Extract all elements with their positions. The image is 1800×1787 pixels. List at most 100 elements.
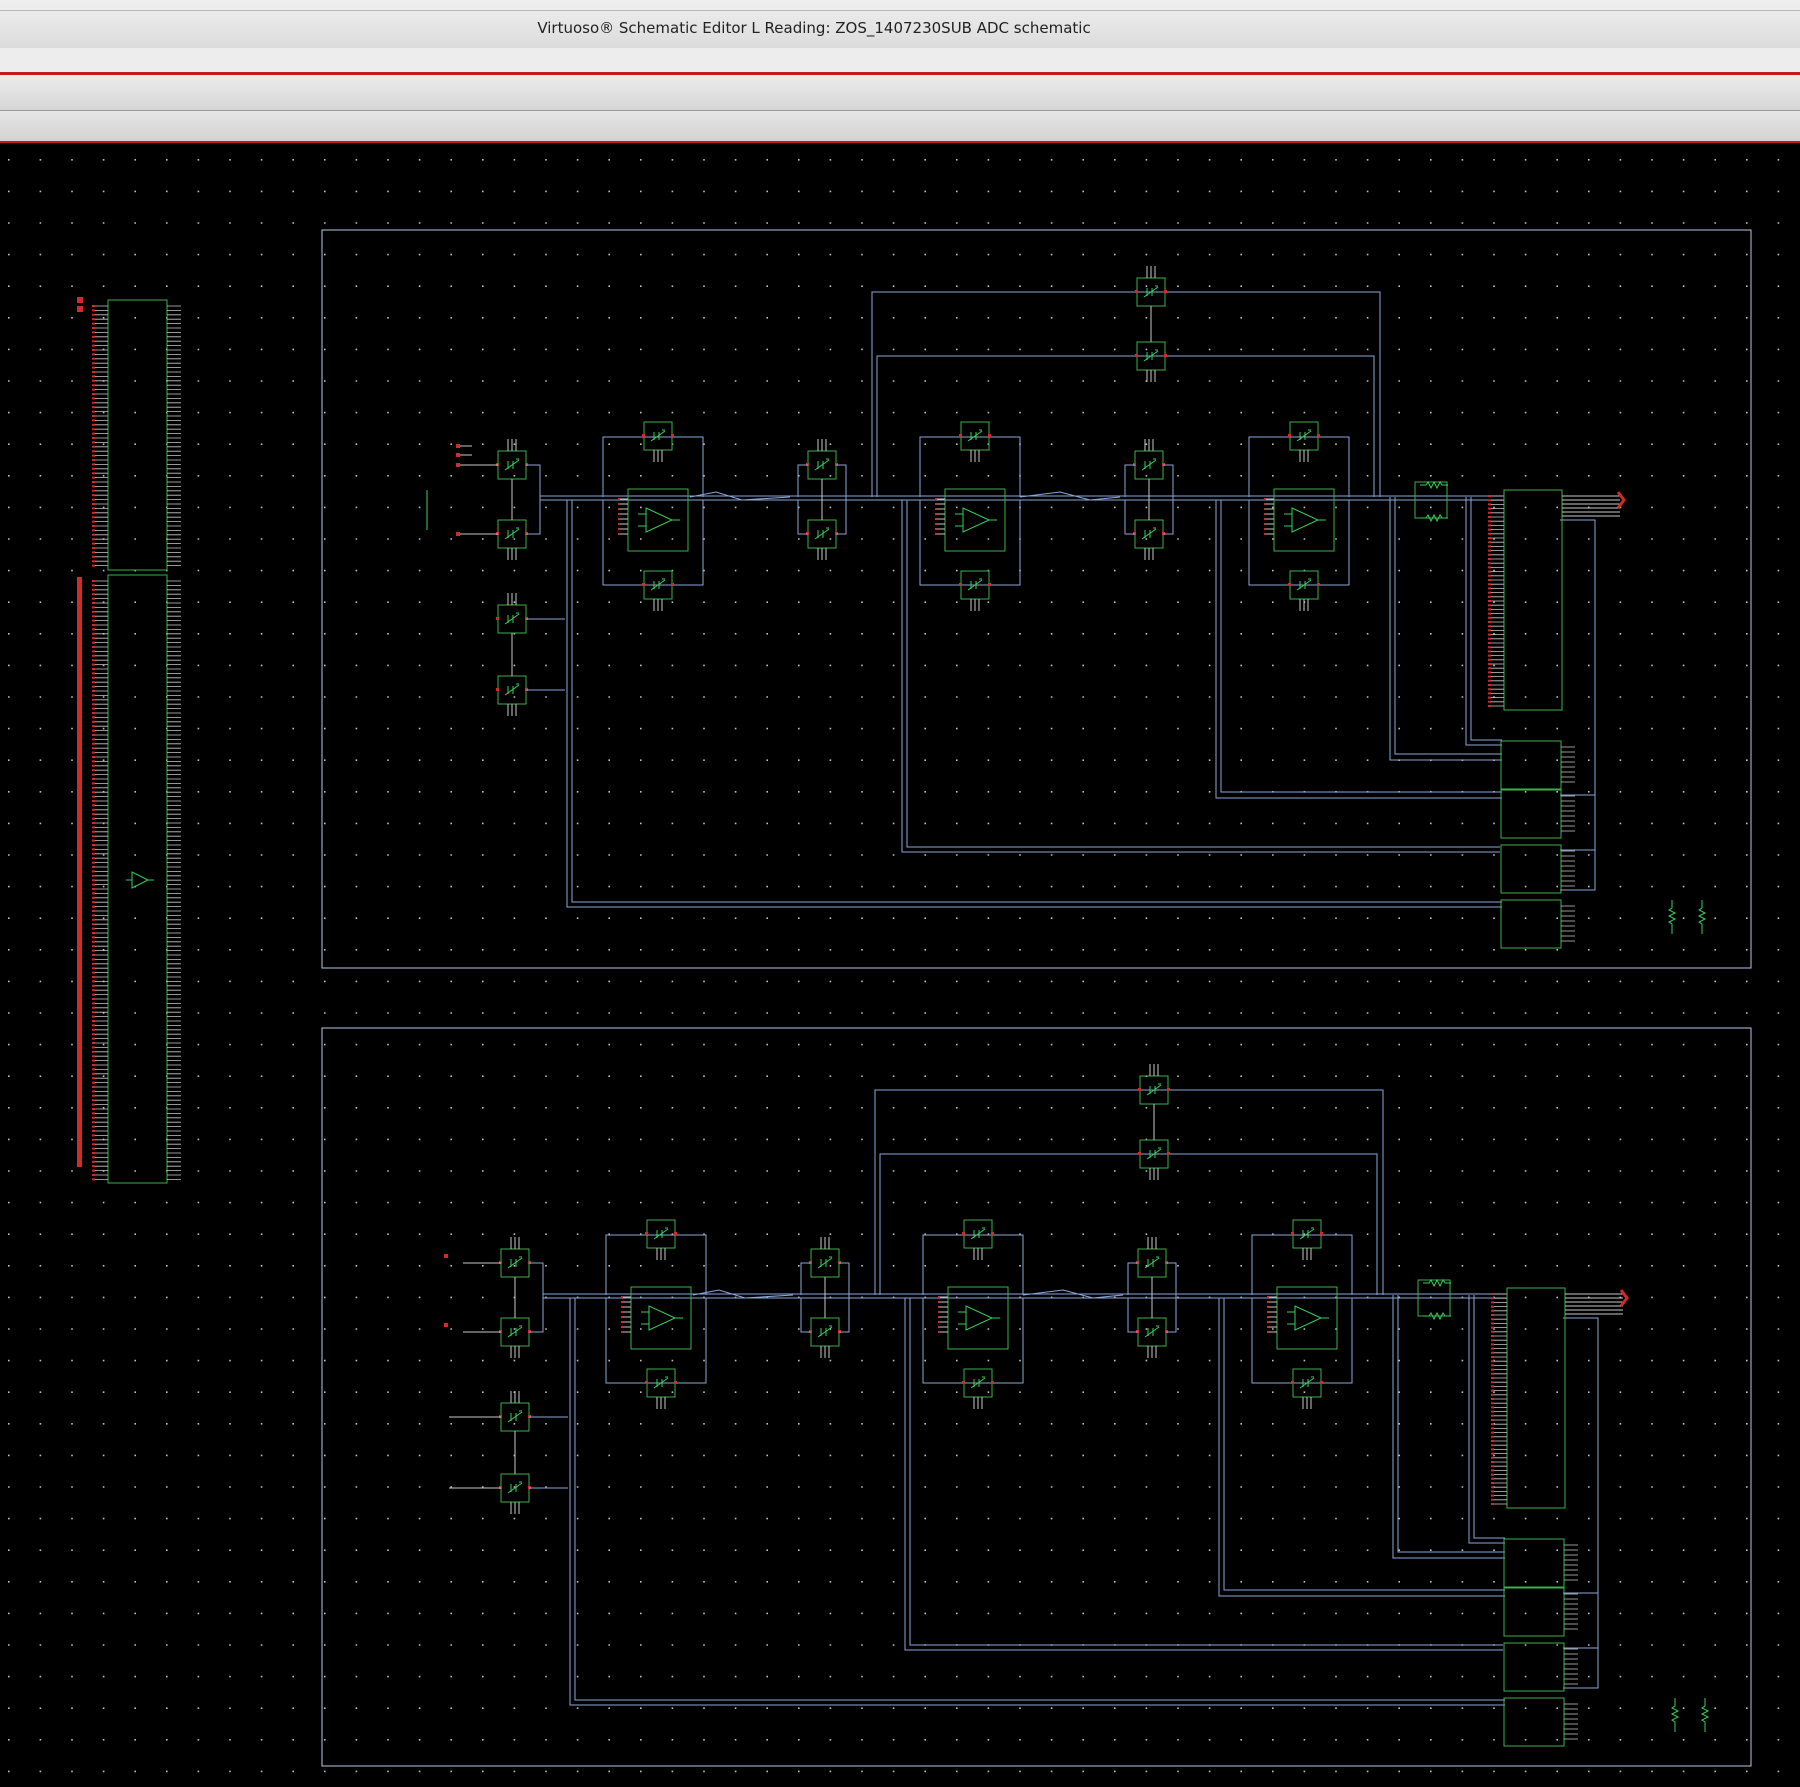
wire <box>1127 1262 1138 1295</box>
switch-symbol-line <box>504 613 520 625</box>
switch-instance[interactable] <box>496 519 528 560</box>
switch-instance[interactable] <box>806 439 838 480</box>
io-pin-block-bottom[interactable] <box>92 574 181 1184</box>
amplifier-instance[interactable] <box>1267 1286 1338 1350</box>
pipeline-stage-frame[interactable] <box>321 229 1752 969</box>
comparator-block[interactable] <box>1500 899 1575 949</box>
switch-instance[interactable] <box>1135 341 1167 382</box>
switch-instance[interactable] <box>496 439 528 480</box>
transistor-switch-icon <box>814 458 830 471</box>
switch-instance[interactable] <box>1135 266 1167 307</box>
amplifier-instance[interactable] <box>1264 488 1335 552</box>
comparator-block[interactable] <box>1500 789 1575 839</box>
switch-instance[interactable] <box>499 1391 531 1432</box>
switch-instance[interactable] <box>496 675 528 716</box>
pin-icon <box>1167 1088 1170 1091</box>
switch-instance[interactable] <box>496 593 528 634</box>
switch-instance[interactable] <box>499 1237 531 1278</box>
wire <box>836 464 847 535</box>
resistor-pair[interactable] <box>1414 480 1448 523</box>
switch-instance[interactable] <box>499 1473 531 1514</box>
wire <box>906 500 1500 848</box>
switch-instance[interactable] <box>809 1317 841 1358</box>
comparator-block[interactable] <box>1503 1697 1578 1747</box>
switch-instance[interactable] <box>959 570 991 611</box>
sub-adc-block[interactable] <box>1491 1287 1566 1509</box>
toolbar-primary[interactable] <box>0 75 1800 111</box>
comparator-block[interactable] <box>1503 1538 1578 1588</box>
switch-instance[interactable] <box>1138 1139 1170 1180</box>
pin-icon <box>621 1316 623 1318</box>
pin-icons <box>1488 495 1491 707</box>
pin-icon <box>935 503 937 505</box>
pin-icon <box>496 688 499 691</box>
window-titlebar[interactable]: Virtuoso® Schematic Editor L Reading: ZO… <box>0 0 1800 49</box>
left-symbol-column[interactable] <box>77 297 181 1184</box>
io-pin-block-top[interactable] <box>92 299 181 571</box>
pipeline-stage-frame[interactable] <box>321 1027 1752 1767</box>
switch-instance[interactable] <box>1291 1368 1323 1409</box>
menu-bar[interactable] <box>0 48 1800 75</box>
resistor-icon <box>1420 480 1448 490</box>
pin-icon <box>77 306 83 312</box>
wire <box>879 1153 1378 1295</box>
switch-instance[interactable] <box>959 421 991 462</box>
switch-symbol-line <box>1143 286 1159 298</box>
mdac-stage[interactable] <box>602 421 847 611</box>
resistor-pair[interactable] <box>1417 1278 1451 1321</box>
comparator-block[interactable] <box>1503 1642 1578 1692</box>
switch-instance[interactable] <box>1288 421 1320 462</box>
comparator-block[interactable] <box>1500 844 1575 894</box>
amplifier-instance[interactable] <box>618 488 689 552</box>
pin-icon <box>1291 1381 1294 1384</box>
comparator-block[interactable] <box>1500 740 1575 790</box>
switch-instance[interactable] <box>645 1368 677 1409</box>
amplifier-instance[interactable] <box>938 1286 1009 1350</box>
pin-icon <box>456 532 460 536</box>
pin-icon <box>991 1232 994 1235</box>
amplifier-instance[interactable] <box>935 488 1006 552</box>
mdac-stage[interactable] <box>919 421 1174 611</box>
amplifier-icon <box>962 507 991 533</box>
mdac-stage[interactable] <box>922 1219 1177 1409</box>
pin-icon <box>938 1296 940 1298</box>
io-pin-block-top-box <box>107 299 168 571</box>
resistor-icon <box>1670 1698 1680 1732</box>
switch-instance[interactable] <box>642 421 674 462</box>
switch-instance[interactable] <box>645 1219 677 1260</box>
switch-instance[interactable] <box>1133 519 1165 560</box>
resistor-icon <box>1423 1278 1451 1288</box>
comparator-block-box <box>1503 1538 1565 1588</box>
mdac-stage[interactable] <box>605 1219 850 1409</box>
schematic-canvas[interactable] <box>0 143 1800 1787</box>
switch-symbol-line <box>507 1326 523 1338</box>
switch-instance[interactable] <box>962 1368 994 1409</box>
output-pin-icon <box>1619 1289 1629 1307</box>
switch-instance[interactable] <box>1133 439 1165 480</box>
comparator-block-box <box>1503 1642 1565 1692</box>
switch-instance[interactable] <box>642 570 674 611</box>
grid-dots <box>8 159 1780 1773</box>
comparator-block[interactable] <box>1503 1587 1578 1637</box>
switch-instance[interactable] <box>809 1237 841 1278</box>
switch-instance[interactable] <box>962 1219 994 1260</box>
switch-instance[interactable] <box>1136 1237 1168 1278</box>
schematic-canvas-area[interactable] <box>0 143 1800 1787</box>
switch-instance[interactable] <box>1288 570 1320 611</box>
sub-adc-block[interactable] <box>1488 489 1563 711</box>
toolbar-secondary[interactable] <box>0 111 1800 143</box>
switch-symbol-line <box>1296 579 1312 591</box>
switch-instance[interactable] <box>499 1317 531 1358</box>
pin-icon <box>959 434 962 437</box>
amplifier-instance[interactable] <box>621 1286 692 1350</box>
switch-instance[interactable] <box>1138 1064 1170 1105</box>
wire <box>1022 1289 1124 1299</box>
mdac-stage[interactable] <box>1248 421 1350 611</box>
switch-instance[interactable] <box>1136 1317 1168 1358</box>
switch-instance[interactable] <box>1291 1219 1323 1260</box>
wire <box>876 355 1375 497</box>
pin-icon <box>618 523 620 525</box>
switch-instance[interactable] <box>806 519 838 560</box>
mdac-stage[interactable] <box>1251 1219 1353 1409</box>
io-pin-block-bottom-box <box>107 574 168 1184</box>
